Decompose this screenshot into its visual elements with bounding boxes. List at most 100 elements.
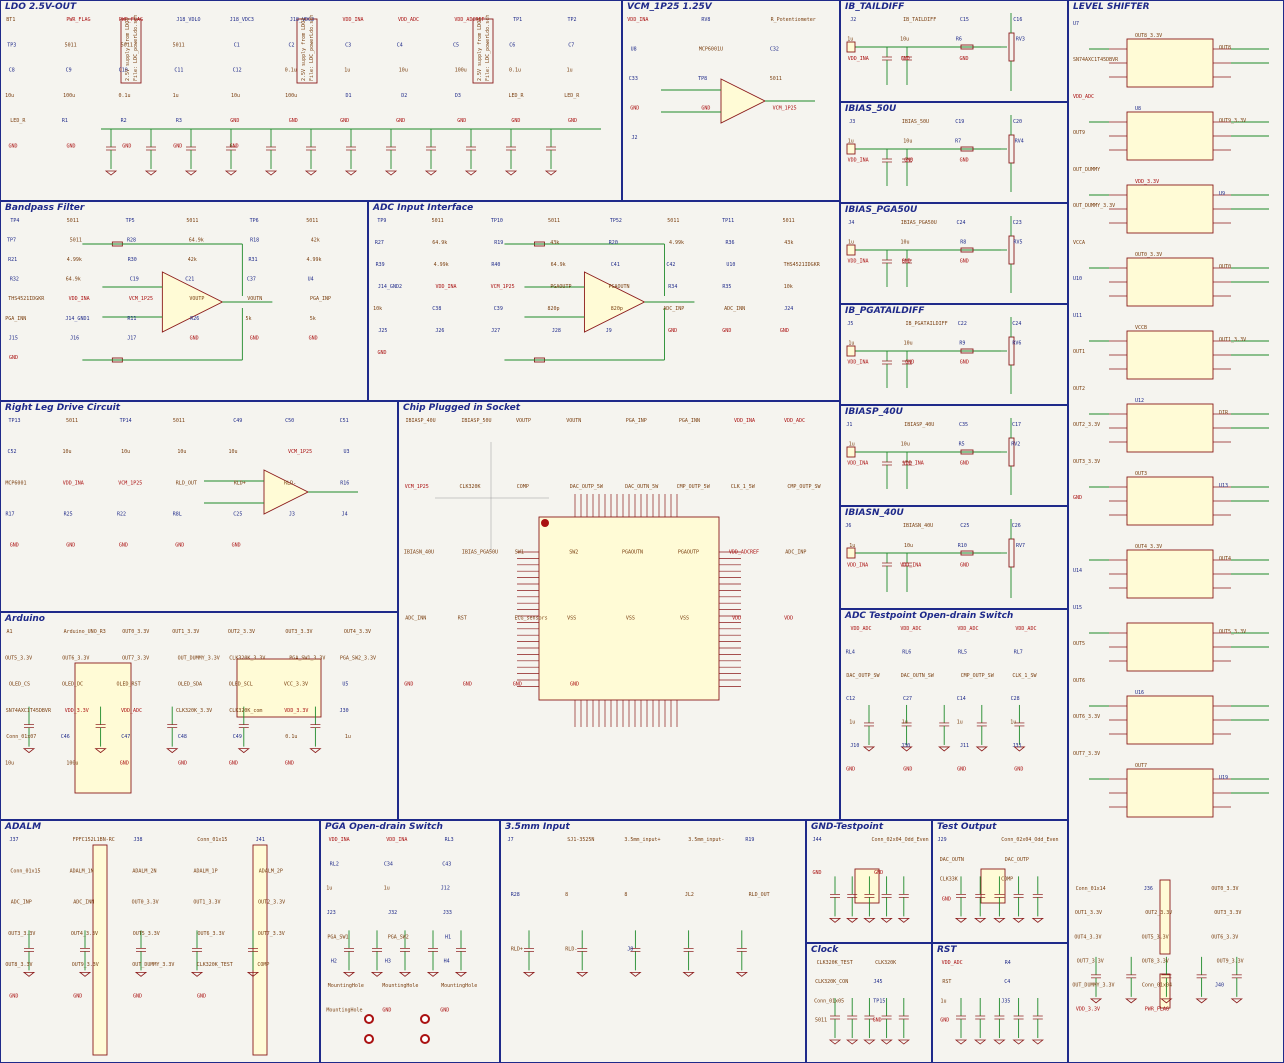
component-label: DAC_OUTP_SW: [846, 673, 880, 679]
component-label: 10u: [5, 760, 14, 766]
arduino-board: [74, 662, 132, 794]
component-label: GND: [404, 681, 413, 687]
component-label: LED_R: [10, 118, 26, 124]
ground-symbol: [862, 746, 876, 752]
component-label: J44: [813, 837, 822, 843]
component-label: OUT2_3.3V: [228, 629, 255, 635]
component-label: TP14: [120, 418, 132, 424]
component-label: OUT3: [1135, 471, 1147, 477]
component-label: OUT5_3.3V: [1219, 629, 1246, 635]
component-label: RL6: [902, 649, 911, 655]
component-label: CLK320K_com: [229, 708, 262, 714]
component-label: OUT5_3.3V: [133, 931, 160, 937]
ground-symbol: [384, 170, 398, 176]
component-label: VCM_1P25: [491, 284, 515, 290]
component-label: COMP: [1001, 877, 1013, 883]
op-amp-symbol: [720, 78, 767, 124]
component-label: ADALM_1N: [70, 868, 94, 874]
component-label: GND: [630, 106, 639, 112]
component-label: R6: [956, 37, 962, 43]
ground-symbol: [993, 917, 1006, 923]
component-label: GND: [1014, 766, 1023, 772]
component-label: ADC_INP: [11, 900, 32, 906]
component-label: LED_R: [509, 93, 525, 99]
component-label: 0.1u: [119, 93, 131, 99]
component-label: 1u: [848, 239, 854, 245]
panel-title: Right Leg Drive Circuit: [5, 403, 121, 413]
component-label: RL3: [445, 837, 454, 843]
ground-symbol: [863, 1039, 876, 1045]
component-label: VDD_ADC: [957, 626, 978, 632]
component-label: RLD_OUT: [176, 480, 197, 486]
component-label: U14: [1073, 568, 1082, 574]
component-label: FPFC152L1BN-RC: [73, 837, 115, 843]
resistor: [960, 44, 974, 50]
component-label: OUT8_3.3V: [5, 962, 32, 968]
component-label: GND: [904, 158, 913, 164]
component-label: RL4: [846, 649, 855, 655]
ground-symbol: [370, 971, 384, 977]
ground-symbol: [1012, 917, 1025, 923]
component-label: Conn_01x15: [197, 837, 227, 843]
component-label: 64.9k: [551, 262, 566, 268]
component-label: GND: [813, 870, 822, 876]
component-label: C7: [568, 42, 574, 48]
component-label: J25: [378, 328, 387, 334]
panel-title: IB_PGATAILDIFF: [845, 306, 925, 316]
component-label: 5011: [548, 218, 560, 224]
component-label: VSS: [567, 616, 576, 622]
component-label: C39: [494, 306, 503, 312]
component-label: GND: [173, 143, 182, 149]
component-label: CLK320K: [460, 484, 481, 490]
component-label: 5011: [121, 42, 133, 48]
component-label: OUT6_3.3V: [198, 931, 225, 937]
component-label: 64.9k: [189, 238, 204, 244]
component-label: 10u: [901, 239, 910, 245]
component-label: OUT6_3.3V: [1211, 934, 1238, 940]
component-label: TP13: [9, 418, 21, 424]
component-label: VDD_3.3V: [1076, 1007, 1100, 1013]
component-label: RLD-: [284, 480, 296, 486]
component-label: C23: [1013, 220, 1022, 226]
component-label: J18_VDC3: [290, 17, 314, 23]
component-label: C10: [119, 68, 128, 74]
panel-title: IBIAS_PGA50U: [845, 205, 918, 215]
component-label: C11: [174, 68, 183, 74]
component-label: R1: [62, 118, 68, 124]
component-label: 10u: [231, 93, 240, 99]
component-label: GND: [957, 766, 966, 772]
component-label: C50: [285, 418, 294, 424]
ground-symbol: [78, 971, 92, 977]
component-label: GND: [513, 681, 522, 687]
component-label: RV4: [1015, 138, 1024, 144]
component-label: U9: [1219, 191, 1225, 197]
component-label: VCCB: [1135, 325, 1147, 331]
component-label: J26: [435, 328, 444, 334]
component-label: GND: [905, 360, 914, 366]
panel-title: RST: [937, 945, 957, 955]
component-label: C4: [1004, 979, 1010, 985]
component-label: GND: [1073, 495, 1082, 501]
level-shifter-ic: [1126, 549, 1214, 599]
component-label: OUT6_3.3V: [62, 655, 89, 661]
component-label: R19: [745, 837, 754, 843]
component-label: R4: [1005, 960, 1011, 966]
component-label: OUT9_3.3V: [72, 962, 99, 968]
component-label: RLD_OUT: [749, 892, 770, 898]
component-label: J32: [388, 910, 397, 916]
sheet-block-label: 2.5V supply from LDO1: [125, 18, 131, 81]
component-label: 10u: [904, 340, 913, 346]
component-label: GND: [668, 328, 677, 334]
component-label: R21: [8, 257, 17, 263]
component-label: OLED_DC: [62, 682, 83, 688]
component-label: R27: [375, 240, 384, 246]
component-label: J36: [1144, 886, 1153, 892]
component-label: 820p: [611, 306, 623, 312]
component-label: A1: [7, 629, 13, 635]
component-label: RL7: [1014, 649, 1023, 655]
